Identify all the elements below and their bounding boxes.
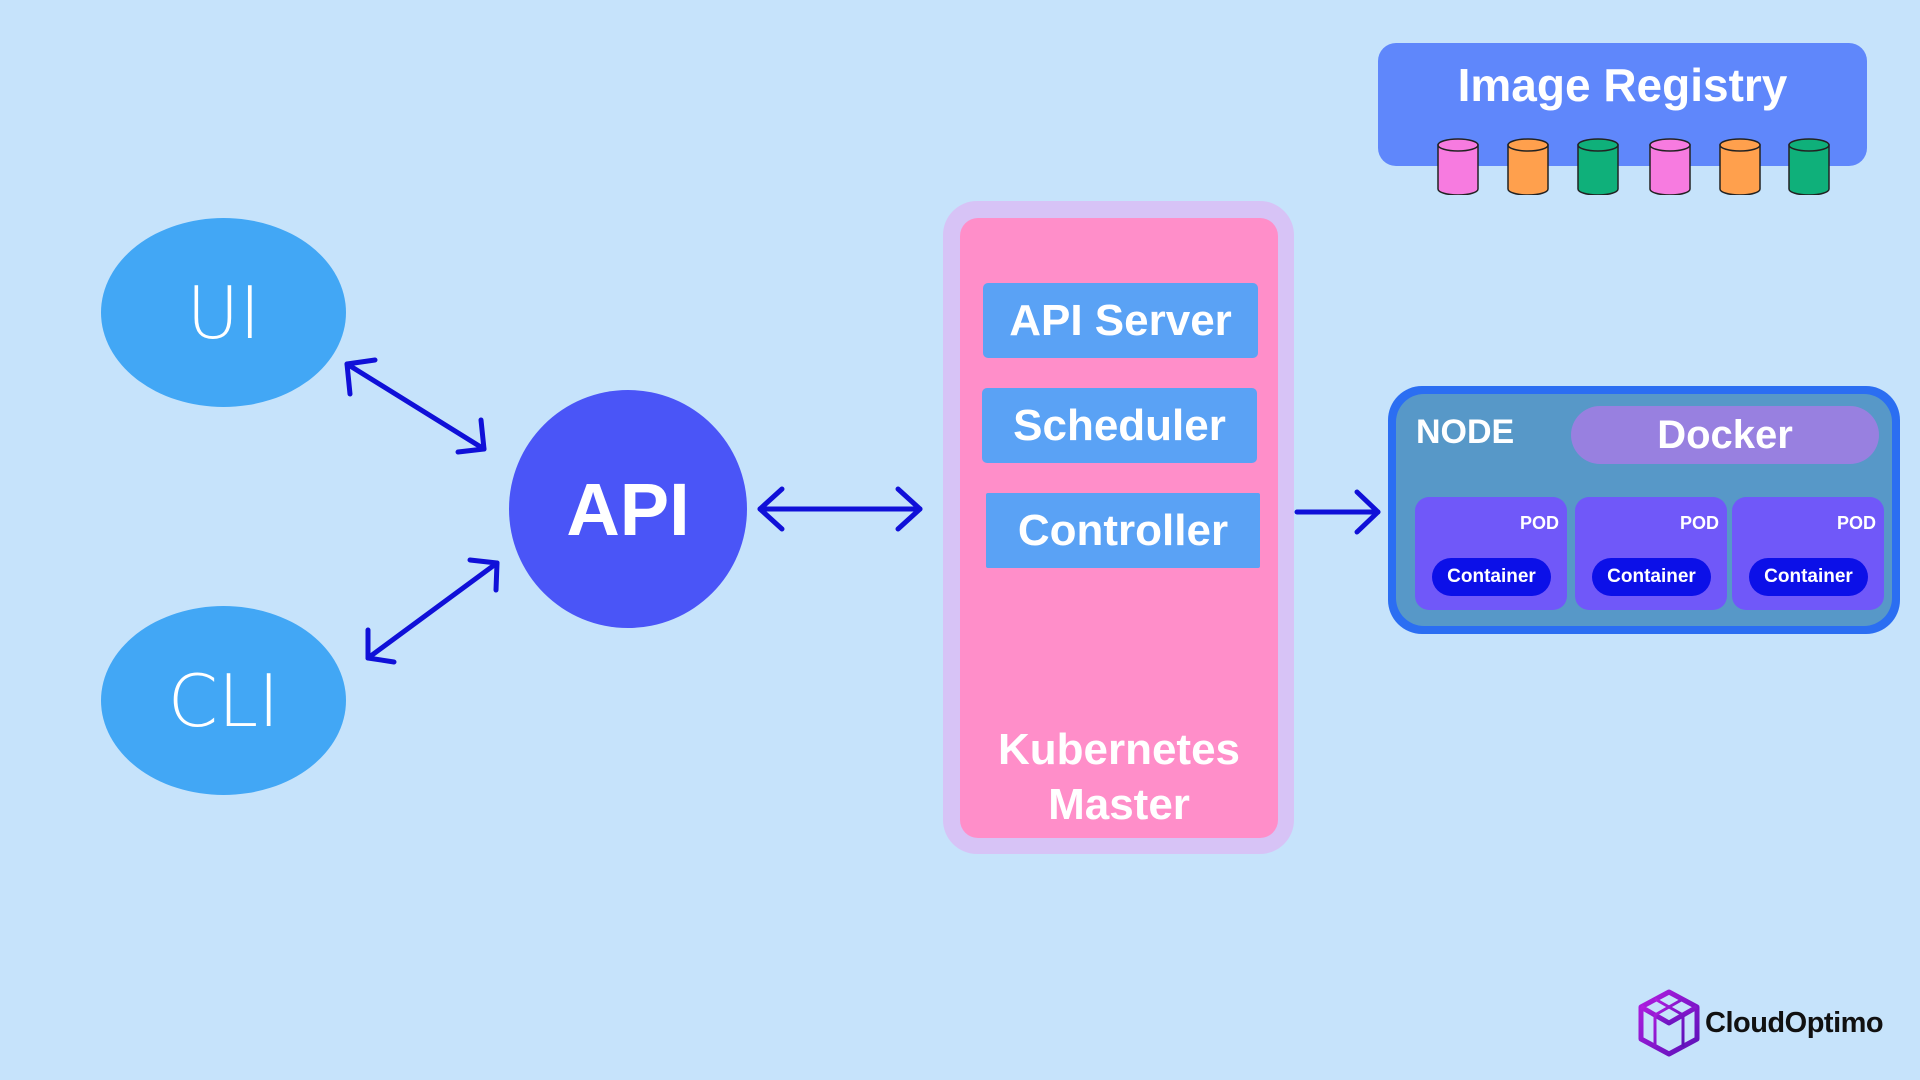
cli-client-node: CLI [101, 606, 346, 795]
pod: POD Container [1732, 497, 1884, 610]
api-label: API [566, 467, 690, 551]
ui-client-node: UI [101, 218, 346, 407]
cloudoptimo-logo-text: CloudOptimo [1705, 1006, 1884, 1039]
api-master-arrow [757, 486, 923, 532]
api-server-label: API Server [1009, 295, 1232, 345]
container-label: Container [1607, 566, 1696, 587]
container-label: Container [1764, 566, 1853, 587]
node-label: NODE [1416, 413, 1515, 451]
pod: POD Container [1415, 497, 1567, 610]
image-registry-title: Image Registry [1457, 59, 1788, 111]
image-cylinder-icon [1577, 138, 1619, 195]
cloudoptimo-logo: CloudOptimo [1637, 989, 1884, 1057]
container-badge: Container [1749, 558, 1868, 596]
pod-label: POD [1679, 513, 1719, 533]
container-badge: Container [1432, 558, 1551, 596]
controller-label: Controller [1017, 505, 1229, 555]
pod-label: POD [1519, 513, 1559, 533]
pod: POD Container [1575, 497, 1727, 610]
container-label: Container [1447, 566, 1536, 587]
docker-runtime: Docker [1571, 406, 1879, 464]
controller-box: Controller [986, 493, 1260, 568]
container-badge: Container [1592, 558, 1711, 596]
kubernetes-master-label: Kubernetes Master [960, 722, 1278, 832]
api-node: API [509, 390, 747, 628]
scheduler-label: Scheduler [1013, 400, 1226, 450]
cli-label: CLI [167, 658, 280, 743]
image-cylinder-icon [1507, 138, 1549, 195]
scheduler-box: Scheduler [982, 388, 1257, 463]
master-label-line2: Master [1048, 780, 1190, 829]
master-node-arrow [1294, 489, 1381, 535]
image-cylinder-icon [1788, 138, 1830, 195]
master-label-line1: Kubernetes [997, 725, 1241, 774]
image-cylinder-icon [1719, 138, 1761, 195]
image-cylinder-icon [1649, 138, 1691, 195]
cli-api-arrow [365, 557, 500, 665]
ui-api-arrow [344, 357, 487, 455]
docker-label: Docker [1657, 412, 1793, 457]
cloudoptimo-logo-icon [1638, 989, 1700, 1057]
registry-images [1437, 138, 1830, 195]
pod-label: POD [1836, 513, 1876, 533]
ui-label: UI [186, 270, 261, 355]
api-server-box: API Server [983, 283, 1258, 358]
image-cylinder-icon [1437, 138, 1479, 195]
